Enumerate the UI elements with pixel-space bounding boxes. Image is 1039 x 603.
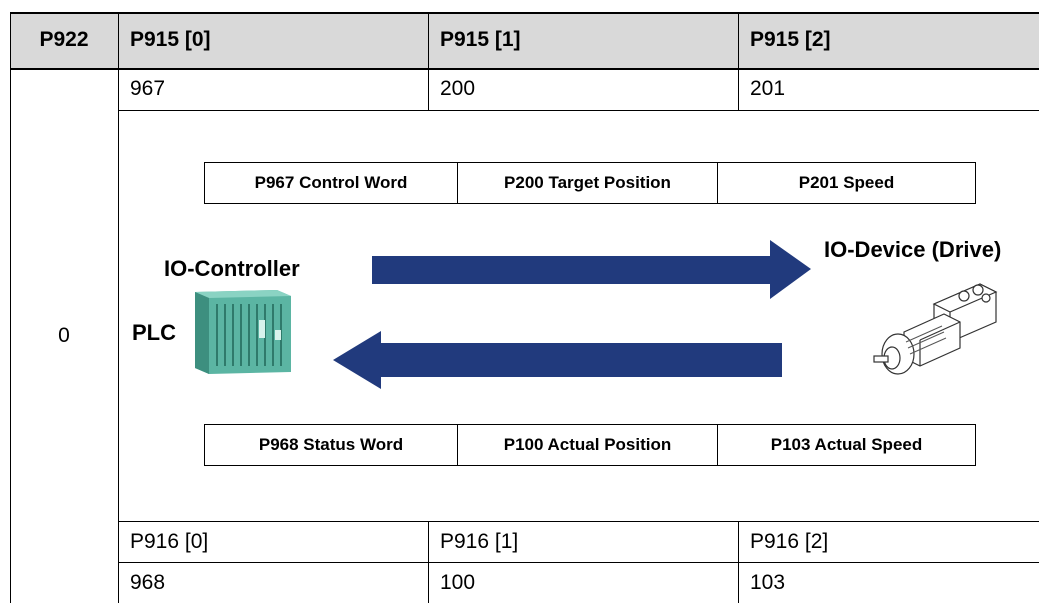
p916-2-value: 103	[750, 570, 786, 594]
p916-1-value: 100	[440, 570, 476, 594]
arrow-right-shape	[372, 240, 811, 299]
grid-line	[118, 521, 1039, 522]
grid-line	[118, 110, 1039, 111]
header-p915-1: P915 [1]	[428, 12, 738, 68]
p915-2-value: 201	[750, 77, 786, 100]
arrow-left-icon	[333, 331, 782, 389]
drive-motor-icon	[873, 283, 998, 375]
grid-line	[428, 12, 429, 110]
grid-line	[118, 562, 1039, 563]
header-p915-0: P915 [0]	[118, 12, 428, 68]
grid-line	[118, 12, 119, 603]
output-word-control: P967 Control Word	[204, 162, 458, 204]
p916-0-value: 968	[130, 570, 166, 594]
p915-1-value: 200	[440, 77, 476, 100]
output-word-target-position: P200 Target Position	[457, 162, 718, 204]
p916-2-label: P916 [2]	[750, 529, 829, 553]
arrow-right-icon	[372, 240, 811, 299]
grid-line	[10, 68, 1039, 70]
grid-line	[428, 521, 429, 603]
grid-line	[738, 12, 739, 110]
output-word-speed: P201 Speed	[717, 162, 976, 204]
p916-1-label: P916 [1]	[440, 529, 519, 553]
header-p915-2: P915 [2]	[738, 12, 1039, 68]
p915-0-value: 967	[130, 77, 166, 100]
p916-0-label: P916 [0]	[130, 529, 209, 553]
header-p922: P922	[10, 12, 118, 68]
grid-line	[738, 521, 739, 603]
io-controller-label: IO-Controller	[164, 256, 300, 281]
p922-value: 0	[58, 323, 70, 347]
input-word-actual-position: P100 Actual Position	[457, 424, 718, 466]
grid-line	[10, 12, 11, 603]
io-device-label: IO-Device (Drive)	[824, 237, 1002, 262]
grid-line	[10, 12, 1039, 14]
plc-rack-icon	[195, 290, 291, 374]
plc-label: PLC	[132, 320, 176, 345]
input-word-status: P968 Status Word	[204, 424, 458, 466]
arrow-left-shape	[333, 331, 782, 389]
input-word-actual-speed: P103 Actual Speed	[717, 424, 976, 466]
